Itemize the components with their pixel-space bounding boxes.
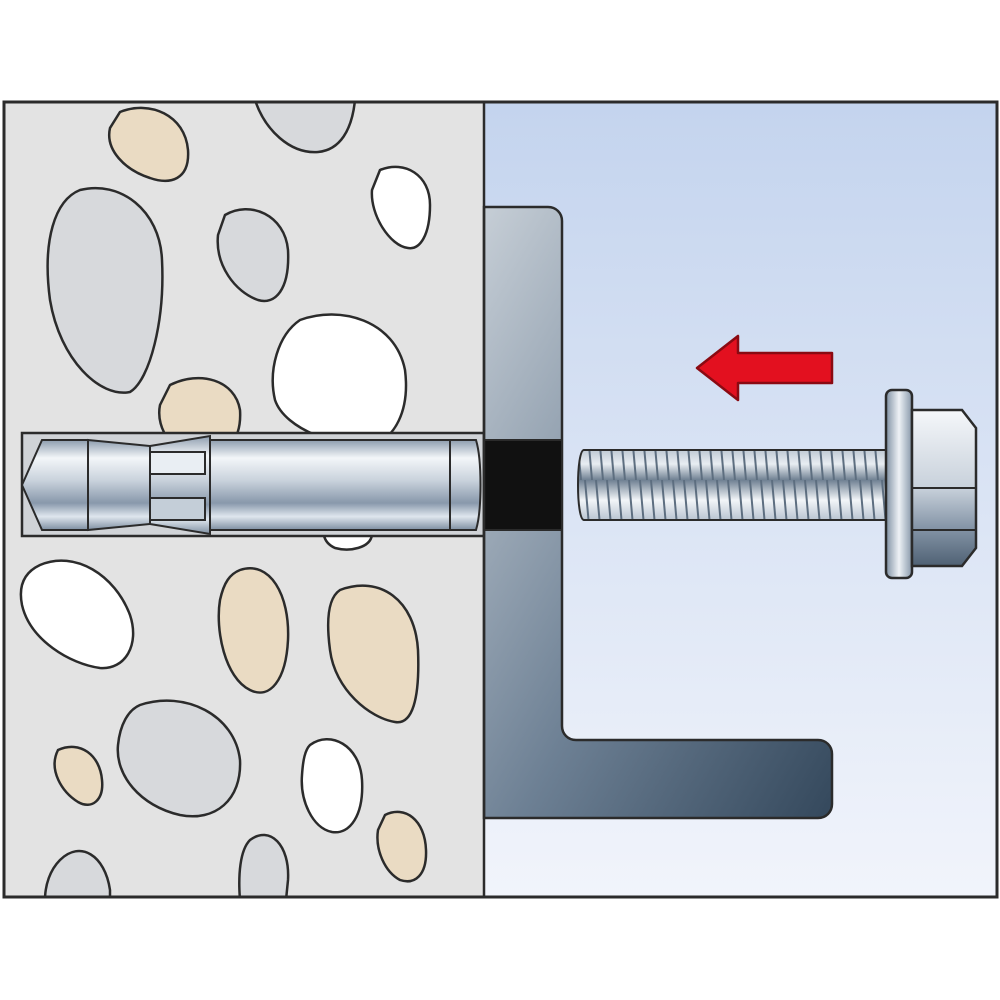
pebble (370, 165, 432, 250)
bracket-hole (483, 439, 563, 531)
arrow-left-icon (695, 334, 834, 402)
pebble (107, 106, 190, 182)
pebble (376, 810, 428, 883)
pebble (217, 567, 290, 694)
expansion-anchor (20, 434, 482, 536)
anchor-slot (149, 497, 206, 521)
pebble (116, 699, 242, 818)
pebble (53, 745, 104, 806)
bolt-washer (884, 388, 914, 580)
anchor-collar (449, 439, 482, 531)
pebble (238, 833, 290, 896)
pebble (46, 186, 164, 394)
hex-bolt (577, 388, 978, 580)
angle-bracket (482, 205, 834, 820)
anchor-sleeve (209, 439, 451, 531)
pebble (254, 103, 356, 154)
anchor-slot (149, 451, 206, 475)
pebble (326, 584, 420, 724)
pebble (216, 207, 290, 303)
bolt-thread (577, 449, 893, 521)
pebble (300, 738, 364, 834)
anchor-taper (87, 438, 151, 532)
pebble (19, 559, 135, 670)
diagram-frame (2, 100, 999, 899)
pebble (43, 849, 112, 896)
